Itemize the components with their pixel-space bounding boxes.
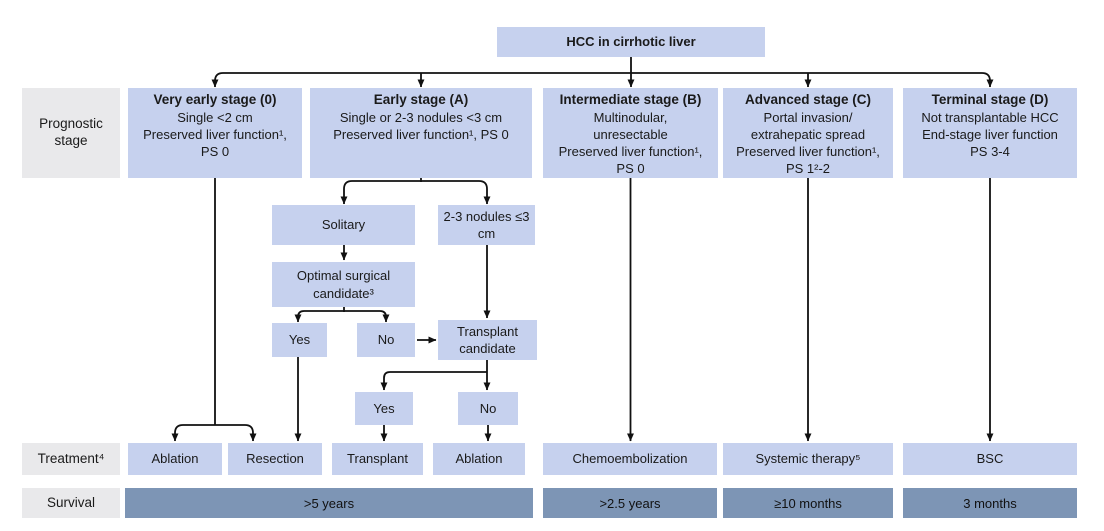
stage-title: Terminal stage (D)	[931, 92, 1049, 107]
stage-line: PS 1²-2	[785, 161, 831, 177]
treatment-label: Transplant	[347, 451, 408, 467]
stage-box-advanced-c: Advanced stage (C) Portal invasion/ extr…	[723, 88, 893, 178]
stage-line: unresectable	[593, 126, 668, 142]
stage-line: Single or 2-3 nodules <3 cm	[339, 109, 503, 125]
stage-line: Multinodular,	[593, 109, 668, 125]
decision-box-solitary: Solitary	[272, 205, 415, 245]
decision-box-transplant-candidate: Transplant candidate	[438, 320, 537, 360]
treatment-box-ablation-2: Ablation	[433, 443, 525, 475]
treatment-label: Chemoembolization	[572, 451, 688, 467]
stage-title: Advanced stage (C)	[744, 92, 872, 107]
decision-box-osc-no: No	[357, 323, 415, 357]
row-label-survival-text: Survival	[46, 494, 95, 510]
decision-label: No	[479, 400, 497, 416]
decision-box-tc-yes: Yes	[355, 392, 413, 425]
treatment-box-chemoembolization: Chemoembolization	[543, 443, 717, 475]
stage-line: PS 0	[200, 143, 230, 159]
stage-box-very-early-0: Very early stage (0) Single <2 cm Preser…	[128, 88, 302, 178]
stage-line: PS 0	[616, 161, 645, 177]
survival-value: 3 months	[963, 495, 1017, 511]
stage-line: Preserved liver function¹, PS 0	[333, 126, 509, 142]
stage-line: Preserved liver function¹,	[736, 143, 880, 159]
row-label-survival: Survival	[22, 488, 120, 518]
treatment-label: BSC	[976, 451, 1004, 467]
row-label-prognostic-stage: Prognostic stage	[22, 88, 120, 178]
stage-line: Preserved liver function¹,	[143, 126, 287, 142]
decision-box-optimal-surgical-candidate: Optimal surgical candidate³	[272, 262, 415, 307]
row-label-treatment-text: Treatment⁴	[37, 450, 105, 466]
survival-value: ≥10 months	[774, 495, 842, 511]
decision-label: Solitary	[321, 217, 366, 233]
survival-bar-10-months: ≥10 months	[723, 488, 893, 518]
treatment-box-resection: Resection	[228, 443, 322, 475]
survival-bar-2-5-years: >2.5 years	[543, 488, 717, 518]
treatment-label: Ablation	[151, 451, 199, 467]
survival-value: >2.5 years	[599, 495, 661, 511]
decision-box-2-3-nodules: 2-3 nodules ≤3 cm	[438, 205, 535, 245]
stage-line: Not transplantable HCC	[921, 109, 1059, 125]
treatment-label: Systemic therapy⁵	[755, 451, 861, 467]
stage-title: Intermediate stage (B)	[559, 92, 702, 107]
stage-title: Early stage (A)	[373, 92, 469, 107]
stage-line: Portal invasion/	[763, 109, 853, 125]
root-node-hcc: HCC in cirrhotic liver	[497, 27, 765, 57]
root-node-label: HCC in cirrhotic liver	[566, 34, 696, 50]
treatment-box-ablation-1: Ablation	[128, 443, 222, 475]
stage-line: Preserved liver function¹,	[558, 143, 703, 159]
stage-box-terminal-d: Terminal stage (D) Not transplantable HC…	[903, 88, 1077, 178]
decision-label: Optimal surgical candidate³	[296, 268, 391, 301]
survival-bar-5-years: >5 years	[125, 488, 533, 518]
stage-line: Single <2 cm	[177, 109, 253, 125]
survival-value: >5 years	[303, 495, 355, 511]
treatment-box-transplant: Transplant	[332, 443, 423, 475]
stage-line: PS 3-4	[970, 143, 1010, 159]
stage-line: End-stage liver function	[922, 126, 1058, 142]
decision-label: Yes	[288, 332, 311, 348]
decision-box-osc-yes: Yes	[272, 323, 327, 357]
treatment-box-systemic-therapy: Systemic therapy⁵	[723, 443, 893, 475]
decision-label: 2-3 nodules ≤3 cm	[443, 208, 530, 241]
decision-label: No	[377, 332, 395, 348]
treatment-label: Resection	[246, 451, 304, 467]
stage-box-intermediate-b: Intermediate stage (B) Multinodular, unr…	[543, 88, 718, 178]
decision-box-tc-no: No	[458, 392, 518, 425]
stage-box-early-a: Early stage (A) Single or 2-3 nodules <3…	[310, 88, 532, 178]
row-label-treatment: Treatment⁴	[22, 443, 120, 475]
treatment-label: Ablation	[455, 451, 503, 467]
decision-label: Yes	[373, 400, 395, 416]
survival-bar-3-months: 3 months	[903, 488, 1077, 518]
row-label-prognostic-stage-text: Prognostic stage	[39, 116, 103, 148]
decision-label: Transplant candidate	[457, 323, 518, 356]
stage-title: Very early stage (0)	[153, 92, 277, 107]
treatment-box-bsc: BSC	[903, 443, 1077, 475]
stage-line: extrahepatic spread	[750, 126, 866, 142]
